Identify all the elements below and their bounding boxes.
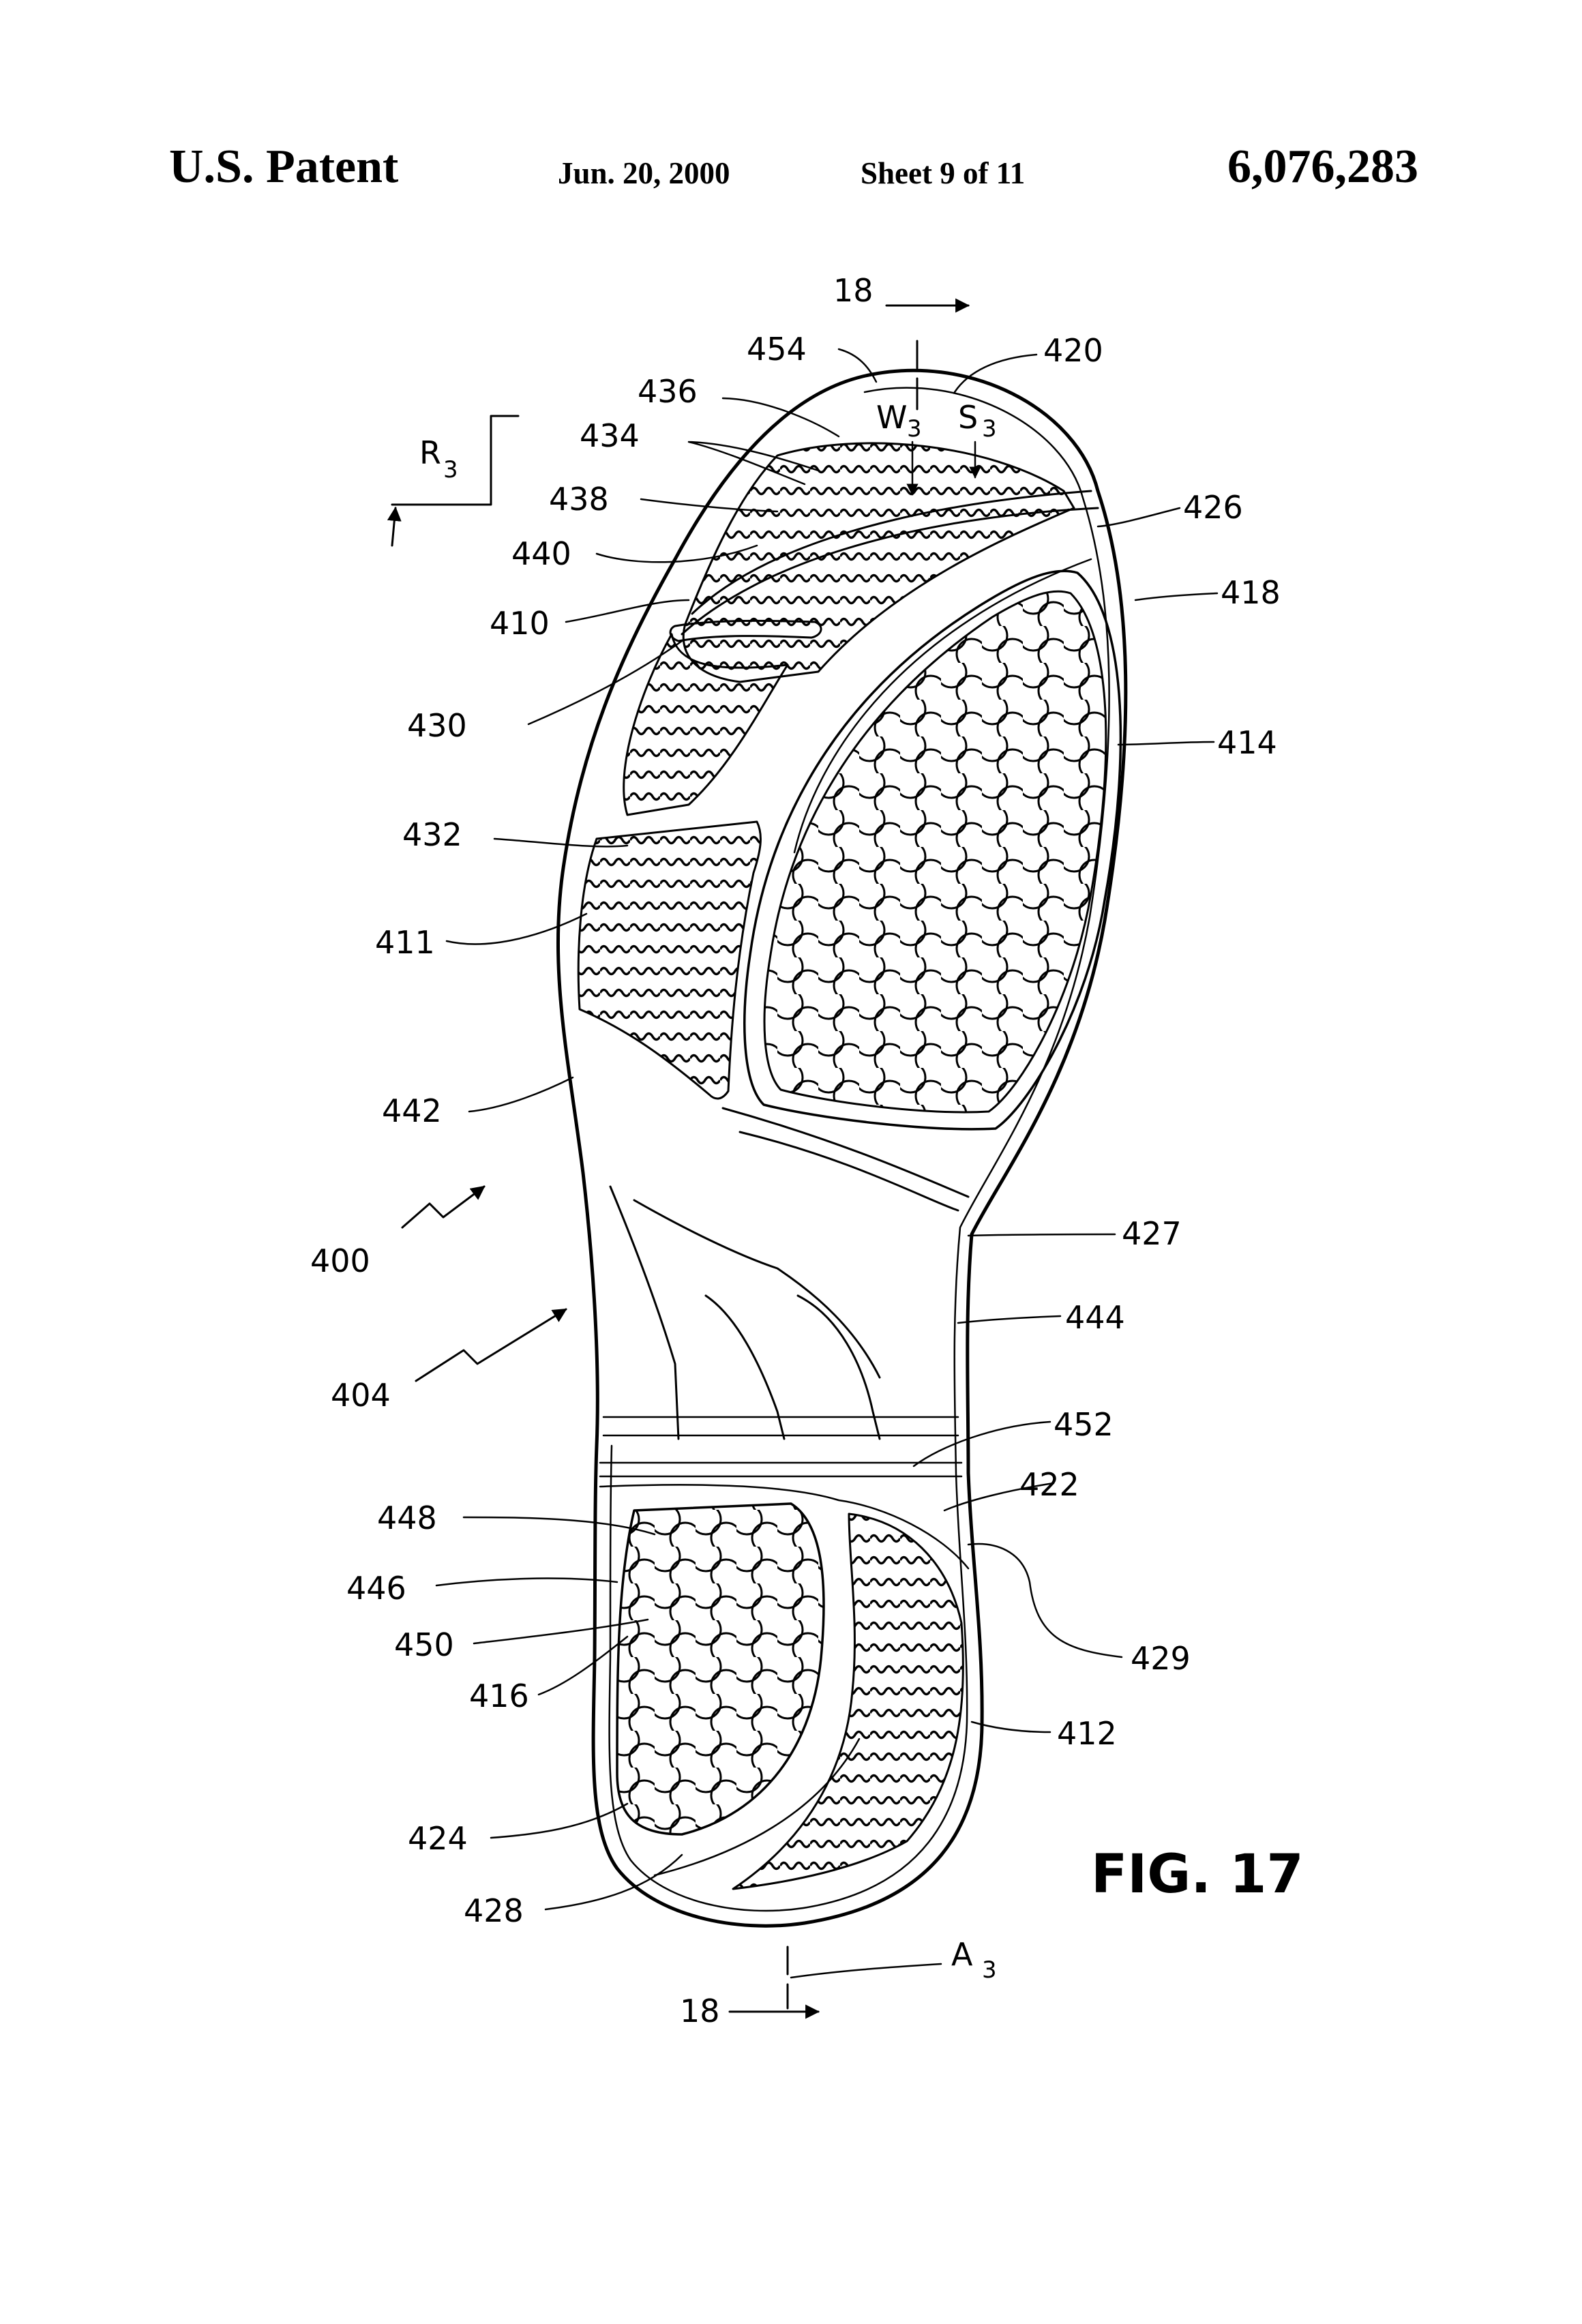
label-446: 446 (346, 1570, 406, 1607)
label-450: 450 (394, 1626, 454, 1663)
label-448: 448 (377, 1500, 437, 1536)
label-422: 422 (1019, 1466, 1079, 1503)
label-454: 454 (747, 331, 807, 368)
shank-shape (610, 1187, 880, 1439)
label-438: 438 (549, 481, 609, 518)
label-440: 440 (511, 535, 571, 572)
label-424: 424 (408, 1820, 468, 1857)
label-r3-sub: 3 (443, 456, 458, 483)
label-a3-sub: 3 (982, 1956, 997, 1984)
label-428: 428 (464, 1892, 524, 1929)
label-426: 426 (1183, 489, 1243, 526)
label-s3-sub: 3 (982, 415, 997, 443)
heel-circle-pad (617, 1504, 824, 1834)
label-r3-main: R (419, 434, 441, 471)
label-432: 432 (402, 816, 462, 853)
label-430: 430 (407, 707, 467, 744)
arrow-404 (416, 1309, 566, 1381)
label-w3-sub: 3 (907, 415, 922, 443)
label-444: 444 (1065, 1299, 1125, 1336)
label-412: 412 (1057, 1715, 1117, 1752)
label-429: 429 (1131, 1640, 1191, 1677)
label-w3-main: W (876, 399, 907, 436)
label-410: 410 (490, 605, 550, 642)
label-400: 400 (310, 1242, 370, 1279)
label-404: 404 (331, 1377, 391, 1414)
label-442: 442 (382, 1092, 442, 1129)
forefoot-separator-band (723, 1108, 968, 1210)
label-452: 452 (1054, 1406, 1114, 1443)
arrow-400 (402, 1187, 484, 1227)
label-436: 436 (638, 373, 698, 410)
label-18-top: 18 (833, 272, 874, 309)
figure-title: FIG. 17 (1091, 1844, 1304, 1905)
label-434: 434 (580, 417, 640, 454)
label-s3-main: S (958, 399, 978, 436)
midfoot-wavy-region (578, 822, 760, 1099)
label-411: 411 (375, 924, 435, 961)
label-414: 414 (1217, 724, 1277, 761)
r3-arrow (392, 508, 395, 546)
label-418: 418 (1221, 574, 1281, 611)
label-18-bottom: 18 (680, 1993, 720, 2029)
label-420: 420 (1043, 332, 1103, 369)
label-427: 427 (1122, 1215, 1182, 1252)
label-416: 416 (469, 1678, 529, 1714)
label-a3-main: A (951, 1936, 973, 1973)
